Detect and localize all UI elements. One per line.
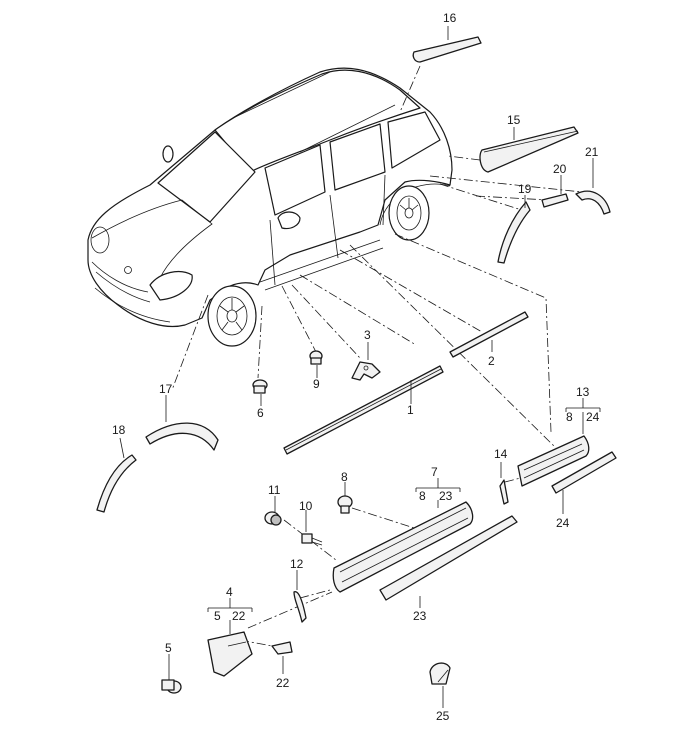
- callout-1: 1: [407, 403, 414, 417]
- part-11-clip[interactable]: [264, 511, 282, 526]
- callout-24: 24: [556, 516, 570, 530]
- callout-23: 23: [413, 609, 427, 623]
- callout-leaders: [119, 26, 601, 708]
- callout-7-sub-8: 8: [419, 489, 426, 503]
- part-23-trim[interactable]: [379, 515, 518, 601]
- callout-3: 3: [364, 328, 371, 342]
- part-7-moulding[interactable]: [332, 501, 474, 593]
- callout-18: 18: [112, 423, 126, 437]
- part-8-clip[interactable]: [337, 495, 353, 514]
- part-2-strip[interactable]: [449, 311, 529, 358]
- callout-12: 12: [290, 557, 304, 571]
- callout-13-sub-8: 8: [566, 410, 573, 424]
- part-10-screw[interactable]: [301, 533, 323, 546]
- part-15-trim[interactable]: [479, 126, 579, 173]
- callout-7: 7: [431, 465, 438, 479]
- callout-7-sub-23: 23: [439, 489, 453, 503]
- part-1-strip[interactable]: [283, 365, 444, 455]
- part-14-trim[interactable]: [499, 479, 509, 505]
- part-21-arch[interactable]: [575, 190, 611, 215]
- part-5-clip[interactable]: [161, 679, 182, 694]
- callout-5: 5: [165, 641, 172, 655]
- callout-14: 14: [494, 447, 508, 461]
- vehicle-illustration: [87, 67, 453, 347]
- callout-22: 22: [276, 676, 290, 690]
- part-16-trim[interactable]: [412, 36, 482, 63]
- part-9-clip[interactable]: [309, 350, 323, 365]
- part-20-arch[interactable]: [541, 193, 569, 208]
- part-4-flap[interactable]: [207, 631, 253, 677]
- part-18-arch[interactable]: [96, 454, 137, 513]
- callout-13: 13: [576, 385, 590, 399]
- callout-labels: 16 15 20 21 19 3 2 9 6 17 1 18 13 8 24 1…: [112, 11, 600, 723]
- part-19-arch[interactable]: [497, 201, 531, 264]
- assembly-lines: [171, 65, 583, 647]
- part-24-trim[interactable]: [551, 451, 617, 494]
- callout-6: 6: [257, 406, 264, 420]
- callout-10: 10: [299, 499, 313, 513]
- part-13-moulding[interactable]: [517, 435, 590, 487]
- part-6-clip[interactable]: [252, 379, 268, 394]
- callout-19: 19: [518, 182, 532, 196]
- part-22-clip[interactable]: [271, 641, 293, 655]
- callout-16: 16: [443, 11, 457, 25]
- part-17-arch[interactable]: [145, 422, 219, 451]
- callout-9: 9: [313, 377, 320, 391]
- part-25-tape[interactable]: [429, 662, 451, 685]
- callout-21: 21: [585, 145, 599, 159]
- callout-20: 20: [553, 162, 567, 176]
- callout-11: 11: [268, 483, 281, 497]
- callout-8: 8: [341, 470, 348, 484]
- callout-2: 2: [488, 354, 495, 368]
- callout-25: 25: [436, 709, 450, 723]
- part-3-clip[interactable]: [351, 361, 381, 381]
- callout-13-sub-24: 24: [586, 410, 600, 424]
- callout-4-sub-5: 5: [214, 609, 221, 623]
- callout-4-sub-22: 22: [232, 609, 246, 623]
- part-12-trim[interactable]: [293, 591, 307, 623]
- callout-4: 4: [226, 585, 233, 599]
- callout-17: 17: [159, 382, 173, 396]
- callout-15: 15: [507, 113, 521, 127]
